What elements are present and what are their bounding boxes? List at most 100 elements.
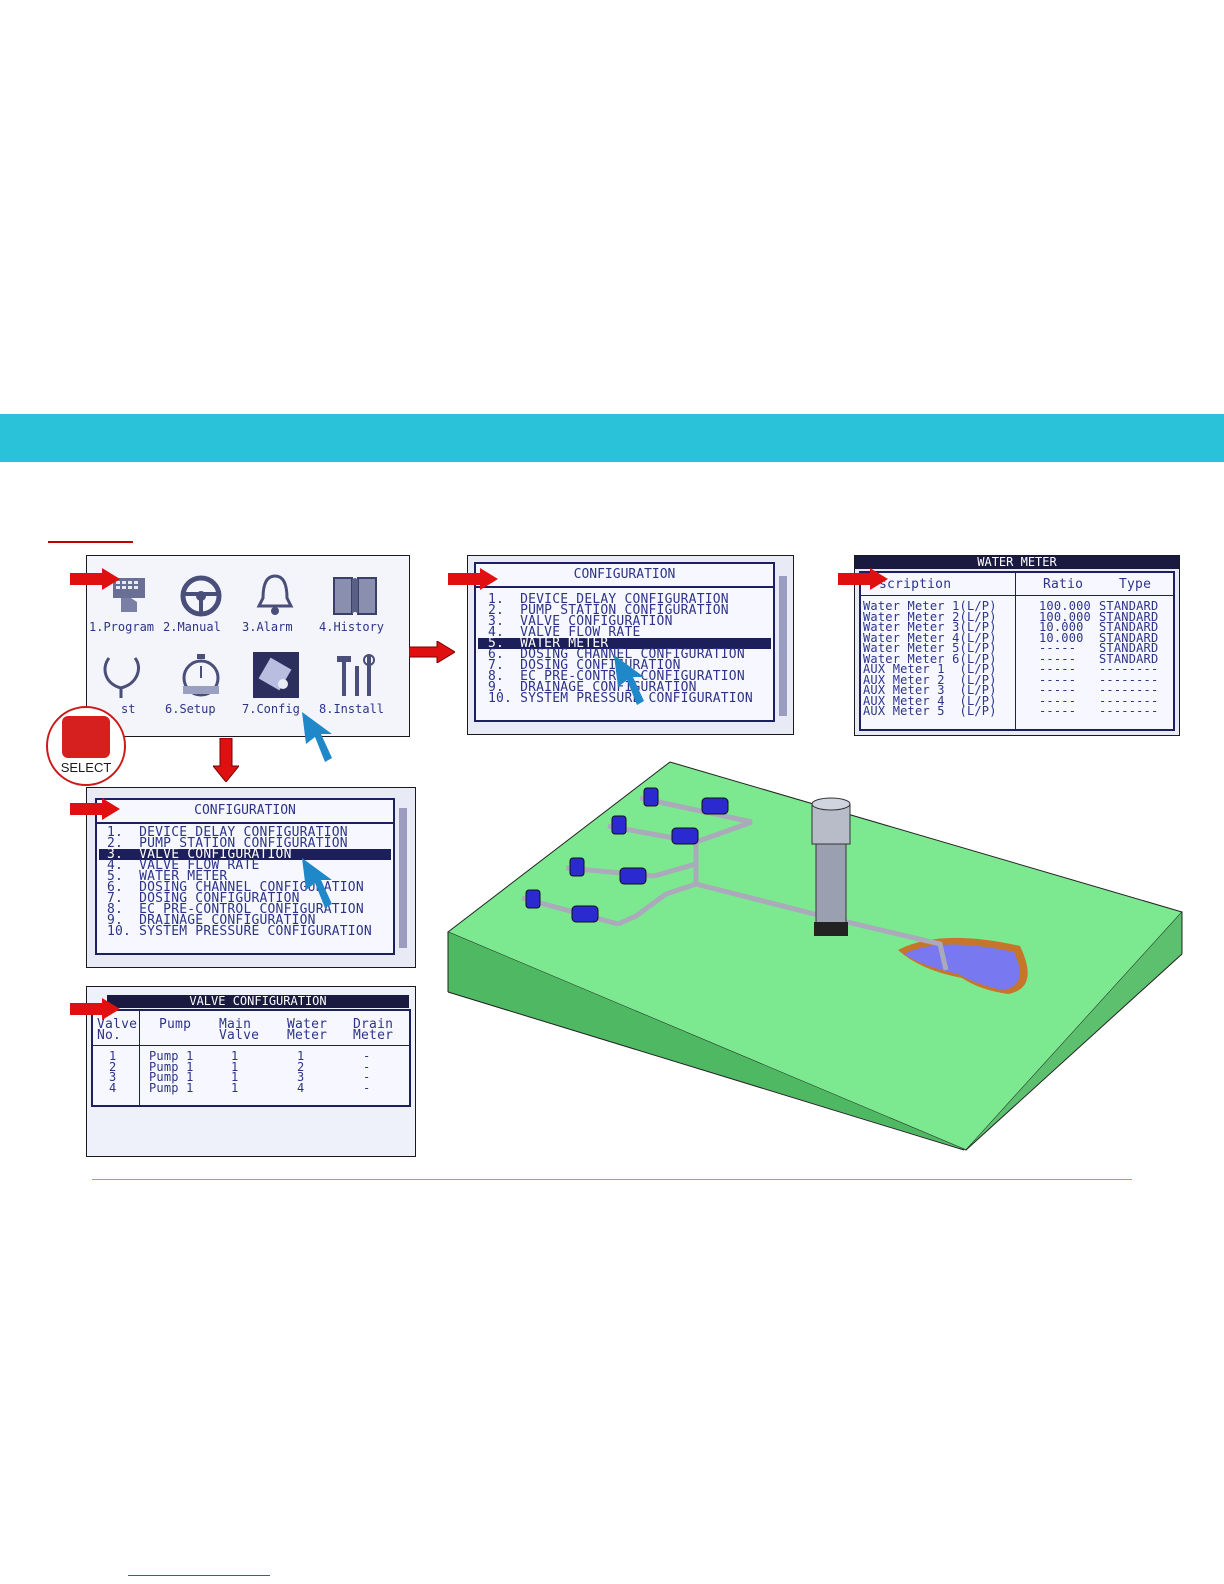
valve-drain-meter[interactable]: - [363,1059,371,1074]
stethoscope-icon[interactable] [101,654,145,700]
valve-number: 1 [109,1049,117,1063]
red-arrow-icon [838,568,888,590]
water-meter-ratio[interactable]: 100.000 [1039,609,1091,624]
water-meter-ratio[interactable]: 100.000 [1039,599,1091,613]
config2-item-2[interactable]: 2. PUMP STATION CONFIGURATION [107,836,348,851]
water-meter-ratio[interactable]: ----- [1039,672,1077,687]
header-type: Type [1119,577,1152,592]
menu-label-history[interactable]: 4.History [319,620,385,634]
blue-pointer-arrow-icon [614,655,644,705]
water-meter-title: WATER METER [855,556,1179,569]
config-item-3[interactable]: 3. VALVE CONFIGURATION [488,614,673,629]
valve-number: 4 [109,1080,117,1095]
config-item-1[interactable]: 1. DEVICE DELAY CONFIGURATION [488,592,729,607]
bell-icon[interactable] [255,572,295,618]
header-description: scription [879,577,952,592]
water-meter-ratio[interactable]: ----- [1039,683,1077,697]
config-item-10[interactable]: 10. SYSTEM PRESSURE CONFIGURATION [488,691,753,706]
valve-drain-meter[interactable]: - [363,1080,371,1095]
select-hand-icon [62,716,110,758]
water-meter-ratio[interactable]: ----- [1039,704,1077,718]
config-item-5-selected[interactable]: 5. WATER METER [478,637,771,650]
water-meter-ratio[interactable]: ----- [1039,693,1077,708]
water-meter-type[interactable]: -------- [1099,683,1159,697]
stopwatch-icon[interactable] [179,652,223,700]
book-icon[interactable] [330,572,380,618]
menu-label-manual[interactable]: 2.Manual [163,620,221,634]
water-meter-description: AUX Meter 1 (L/P) [863,662,997,676]
valve-pump[interactable]: Pump 1 [149,1070,194,1084]
water-meter-ratio[interactable]: ----- [1039,641,1077,655]
valve-main-valve[interactable]: 1 [231,1049,239,1063]
valve-water-meter[interactable]: 3 [297,1070,305,1084]
water-meter-type[interactable]: STANDARD [1099,620,1159,634]
water-meter-type[interactable]: -------- [1099,662,1159,676]
water-meter-type[interactable]: -------- [1099,672,1159,687]
valve-config-title: VALVE CONFIGURATION [107,995,409,1008]
menu-label-test[interactable]: st [121,702,136,716]
config2-item-6[interactable]: 6. DOSING CHANNEL CONFIGURATION [107,880,364,895]
steering-wheel-icon[interactable] [179,574,223,618]
water-meter-ratio[interactable]: 10.000 [1039,620,1084,634]
config-item-4[interactable]: 4. VALVE FLOW RATE [488,625,641,640]
valve-pump[interactable]: Pump 1 [149,1080,194,1095]
valve-water-meter[interactable]: 2 [297,1059,305,1074]
water-meter-ratio[interactable]: ----- [1039,662,1077,676]
valve-drain-meter[interactable]: - [363,1070,371,1084]
valve-col-divider [139,1011,140,1105]
config-item-6[interactable]: 6. DOSING CHANNEL CONFIGURATION [488,647,745,662]
water-meter-type[interactable]: STANDARD [1099,599,1159,613]
menu-label-setup[interactable]: 6.Setup [165,702,216,716]
water-meter-table: scription Ratio Type Water Meter 1(L/P)1… [859,571,1175,731]
menu-label-alarm[interactable]: 3.Alarm [242,620,293,634]
menu-label-config[interactable]: 7.Config [242,702,300,716]
water-meter-type[interactable]: STANDARD [1099,609,1159,624]
header-valve-no: Valve No. [97,1017,138,1043]
config-item-7[interactable]: 7. DOSING CONFIGURATION [488,658,681,673]
valve-water-meter[interactable]: 1 [297,1049,305,1063]
red-arrow-down-icon [213,738,239,782]
valve-main-valve[interactable]: 1 [231,1070,239,1084]
config-item-2[interactable]: 2. PUMP STATION CONFIGURATION [488,603,729,618]
config2-item-9[interactable]: 9. DRAINAGE CONFIGURATION [107,913,316,928]
water-meter-ratio[interactable]: ----- [1039,651,1077,666]
select-label: SELECT [60,760,112,775]
config2-item-4[interactable]: 4. VALVE FLOW RATE [107,858,260,873]
footer-rule [92,1179,1132,1180]
valve-drain-meter[interactable]: - [363,1049,371,1063]
water-meter-screen: WATER METER scription Ratio Type Water M… [854,555,1180,736]
scrollbar-2[interactable] [399,808,407,948]
scrollbar[interactable] [779,576,787,716]
config2-item-3-selected[interactable]: 3. VALVE CONFIGURATION [99,848,391,861]
valve-main-valve[interactable]: 1 [231,1059,239,1074]
water-meter-type[interactable]: -------- [1099,693,1159,708]
valve-number: 3 [109,1070,117,1084]
water-meter-type[interactable]: STANDARD [1099,651,1159,666]
menu-label-install[interactable]: 8.Install [319,702,385,716]
water-meter-type[interactable]: STANDARD [1099,641,1159,655]
config2-item-8[interactable]: 8. EC PRE-CONTROL CONFIGURATION [107,902,364,917]
footer-link-underline[interactable] [128,1575,270,1576]
water-meter-description: Water Meter 3(L/P) [863,620,997,634]
tools-icon[interactable] [333,652,377,700]
menu-label-program[interactable]: 1.Program [89,620,155,634]
water-meter-description: Water Meter 4(L/P) [863,630,997,645]
water-meter-type[interactable]: STANDARD [1099,630,1159,645]
valve-config-table: Valve No. Pump Main Valve Water Meter Dr… [91,1009,411,1107]
config2-item-10[interactable]: 10. SYSTEM PRESSURE CONFIGURATION [107,924,372,939]
water-meter-type[interactable]: -------- [1099,704,1159,718]
select-badge[interactable]: SELECT [46,706,126,786]
valve-water-meter[interactable]: 4 [297,1080,305,1095]
valve-pump[interactable]: Pump 1 [149,1059,194,1074]
config-icon[interactable] [253,652,299,698]
valve-config-screen: VALVE CONFIGURATION Valve No. Pump Main … [86,986,416,1157]
water-meter-description: AUX Meter 4 (L/P) [863,693,997,708]
valve-pump[interactable]: Pump 1 [149,1049,194,1063]
water-meter-ratio[interactable]: 10.000 [1039,630,1084,645]
config2-item-5[interactable]: 5. WATER METER [107,869,228,884]
config2-item-7[interactable]: 7. DOSING CONFIGURATION [107,891,300,906]
config2-item-1[interactable]: 1. DEVICE DELAY CONFIGURATION [107,825,348,840]
valve-main-valve[interactable]: 1 [231,1080,239,1095]
program-icon[interactable] [107,574,151,618]
config-item-8[interactable]: 8. EC PRE-CONTROL CONFIGURATION [488,669,745,684]
